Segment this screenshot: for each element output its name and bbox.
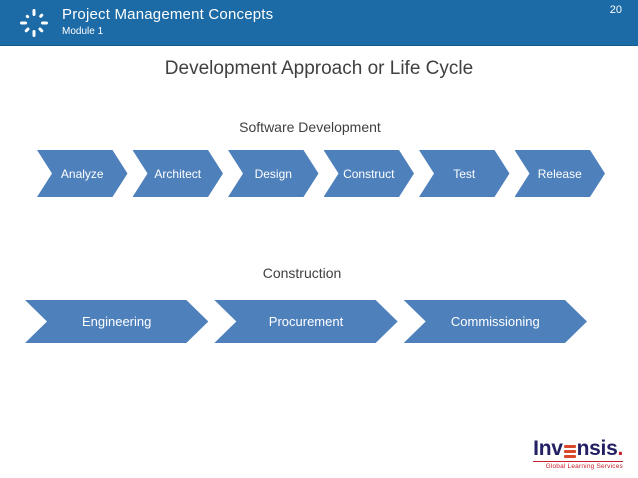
process-step: Engineering <box>25 300 208 343</box>
process-step: Procurement <box>214 300 397 343</box>
process-step: Architect <box>133 150 224 197</box>
slide-number: 20 <box>609 4 622 16</box>
process-step: Construct <box>324 150 415 197</box>
process-row-software-development: Analyze Architect Design Construct Test … <box>37 150 605 197</box>
wordmark-pre: Inv <box>533 437 563 460</box>
process-step: Commissioning <box>404 300 587 343</box>
process-step: Release <box>515 150 606 197</box>
invensis-logo: Inv nsis . Global Learning Services <box>533 437 623 470</box>
process-step-label: Engineering <box>81 314 152 329</box>
process-step: Design <box>228 150 319 197</box>
process-step-label: Release <box>537 166 582 181</box>
spinner-logo-icon <box>20 9 48 37</box>
wordmark-post: nsis <box>576 437 618 460</box>
process-step-label: Construct <box>343 166 395 181</box>
process-step-label: Analyze <box>60 166 104 181</box>
process-step-label: Commissioning <box>450 314 540 329</box>
process-step: Analyze <box>37 150 128 197</box>
logo-tagline: Global Learning Services <box>533 461 623 470</box>
process-step-label: Test <box>453 166 476 181</box>
section-label-software-development: Software Development <box>239 119 381 135</box>
wordmark-period: . <box>617 437 623 460</box>
three-bars-e-icon <box>563 444 576 458</box>
process-step-label: Architect <box>154 166 202 181</box>
page-title: Development Approach or Life Cycle <box>164 58 474 79</box>
invensis-wordmark: Inv nsis . <box>533 437 623 460</box>
process-step: Test <box>419 150 510 197</box>
module-subtitle: Module 1 <box>62 26 104 37</box>
process-row-construction: Engineering Procurement Commissioning <box>25 300 587 343</box>
header-titles: Project Management Concepts Module 1 <box>62 6 273 38</box>
section-label-construction: Construction <box>262 265 342 281</box>
process-step-label: Procurement <box>268 314 344 329</box>
header-bar: Project Management Concepts Module 1 20 <box>0 0 638 46</box>
presentation-title: Project Management Concepts <box>62 6 274 23</box>
process-step-label: Design <box>254 166 292 181</box>
